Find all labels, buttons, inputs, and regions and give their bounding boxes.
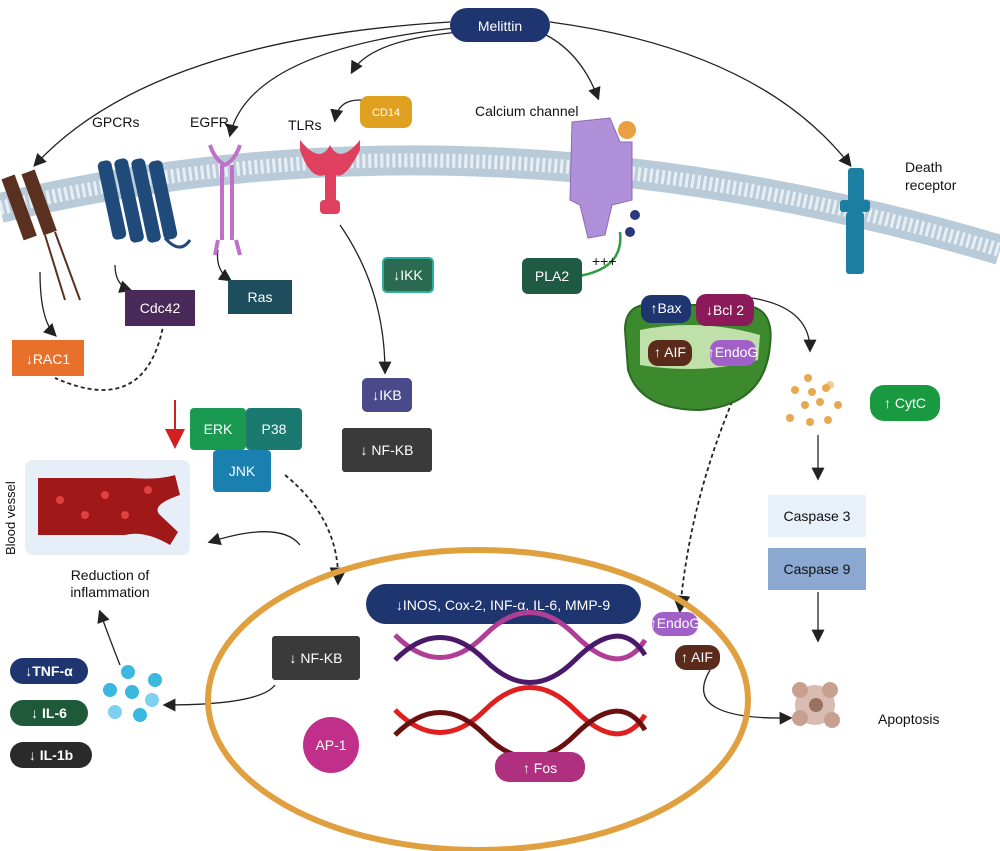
nfkb-cytoplasm-box: ↓ NF-KB bbox=[342, 428, 432, 472]
nucleus bbox=[205, 547, 751, 851]
svg-text:↑ Fos: ↑ Fos bbox=[523, 760, 557, 776]
cytokine-particles bbox=[103, 665, 162, 722]
dna-helix-red-icon bbox=[393, 685, 648, 760]
svg-text:↓IKK: ↓IKK bbox=[393, 267, 423, 283]
tlrs-label: TLRs bbox=[288, 117, 321, 133]
fos-pill: ↑ Fos bbox=[495, 752, 585, 782]
svg-text:Ras: Ras bbox=[248, 289, 273, 305]
caspase-3-box: Caspase 3 bbox=[768, 495, 866, 537]
dna-helix-purple-icon bbox=[393, 610, 648, 685]
calcium-channel-label: Calcium channel bbox=[475, 103, 579, 119]
melittin-label: Melittin bbox=[478, 18, 522, 34]
blood-vessel-label: Blood vessel bbox=[3, 481, 18, 555]
gpcr-icon bbox=[97, 158, 192, 249]
ap1-circle: AP-1 bbox=[303, 717, 359, 773]
svg-text:P38: P38 bbox=[262, 421, 287, 437]
jnk-box: JNK bbox=[213, 450, 271, 492]
cdc42-box: Cdc42 bbox=[125, 290, 195, 326]
svg-text:↑EndoG: ↑EndoG bbox=[650, 615, 701, 631]
aif-mito-pill: ↑ AIF bbox=[648, 340, 692, 366]
svg-text:inflammation: inflammation bbox=[70, 584, 149, 600]
erk-box: ERK bbox=[190, 408, 246, 450]
death-receptor-label: Death bbox=[905, 159, 942, 175]
svg-text:↑ AIF: ↑ AIF bbox=[681, 649, 713, 665]
ras-box: Ras bbox=[228, 280, 292, 314]
melittin-node: Melittin bbox=[450, 8, 550, 42]
svg-text:AP-1: AP-1 bbox=[315, 737, 346, 753]
svg-text:↓TNF-α: ↓TNF-α bbox=[25, 663, 73, 679]
rac-receptor-icon bbox=[1, 169, 81, 301]
bax-pill: ↑Bax bbox=[641, 295, 691, 323]
svg-text:↓Bcl 2: ↓Bcl 2 bbox=[706, 302, 744, 318]
gpcrs-label: GPCRs bbox=[92, 114, 139, 130]
svg-text:↑ CytC: ↑ CytC bbox=[884, 395, 926, 411]
cytc-pill: ↑ CytC bbox=[870, 385, 940, 421]
svg-text:Caspase 9: Caspase 9 bbox=[784, 561, 851, 577]
endog-nucleus-pill: ↑EndoG bbox=[650, 612, 701, 636]
il6-pill: ↓ IL-6 bbox=[10, 700, 88, 726]
apoptotic-cell-icon bbox=[792, 682, 840, 728]
cd14-node: CD14 bbox=[360, 96, 412, 128]
svg-text:CD14: CD14 bbox=[372, 107, 400, 119]
bcl2-pill: ↓Bcl 2 bbox=[696, 294, 754, 326]
ikb-box: ↓IKB bbox=[362, 378, 412, 412]
svg-text:ERK: ERK bbox=[204, 421, 233, 437]
svg-text:↓IKB: ↓IKB bbox=[372, 387, 402, 403]
svg-text:↓INOS, Cox-2, INF-α, IL-6, MMP: ↓INOS, Cox-2, INF-α, IL-6, MMP-9 bbox=[396, 597, 610, 613]
death-receptor-icon bbox=[840, 168, 870, 274]
ikk-box: ↓IKK bbox=[382, 257, 434, 293]
genes-pill: ↓INOS, Cox-2, INF-α, IL-6, MMP-9 bbox=[366, 584, 641, 624]
nfkb-nucleus-box: ↓ NF-KB bbox=[272, 636, 360, 680]
svg-text:↑Bax: ↑Bax bbox=[650, 300, 681, 316]
tnf-alpha-pill: ↓TNF-α bbox=[10, 658, 88, 684]
svg-text:↓ NF-KB: ↓ NF-KB bbox=[361, 442, 414, 458]
cytochrome-c-particles bbox=[786, 374, 842, 426]
svg-text:JNK: JNK bbox=[229, 463, 256, 479]
svg-text:Cdc42: Cdc42 bbox=[140, 300, 181, 316]
plus-label: +++ bbox=[592, 253, 617, 269]
blood-vessel-panel bbox=[25, 460, 190, 555]
svg-text:↓RAC1: ↓RAC1 bbox=[26, 351, 71, 367]
tlr-icon bbox=[300, 140, 360, 214]
caspase-9-box: Caspase 9 bbox=[768, 548, 866, 590]
pla2-box: PLA2 bbox=[522, 258, 582, 294]
reduction-label: Reduction of bbox=[71, 567, 150, 583]
apoptosis-label: Apoptosis bbox=[878, 711, 939, 727]
aif-nucleus-pill: ↑ AIF bbox=[675, 645, 720, 670]
svg-text:PLA2: PLA2 bbox=[535, 268, 569, 284]
rac1-box: ↓RAC1 bbox=[12, 340, 84, 376]
svg-text:receptor: receptor bbox=[905, 177, 957, 193]
svg-text:↓ IL-1b: ↓ IL-1b bbox=[29, 747, 73, 763]
svg-text:↑ AIF: ↑ AIF bbox=[654, 344, 686, 360]
egfr-icon bbox=[208, 144, 242, 256]
svg-text:↓ NF-KB: ↓ NF-KB bbox=[290, 650, 343, 666]
il1b-pill: ↓ IL-1b bbox=[10, 742, 92, 768]
svg-text:Caspase 3: Caspase 3 bbox=[784, 508, 851, 524]
svg-text:↑EndoG: ↑EndoG bbox=[708, 344, 759, 360]
svg-text:↓ IL-6: ↓ IL-6 bbox=[31, 705, 67, 721]
egfr-label: EGFR bbox=[190, 114, 229, 130]
calcium-channel-icon bbox=[569, 117, 640, 239]
endog-mito-pill: ↑EndoG bbox=[708, 340, 759, 366]
p38-box: P38 bbox=[246, 408, 302, 450]
